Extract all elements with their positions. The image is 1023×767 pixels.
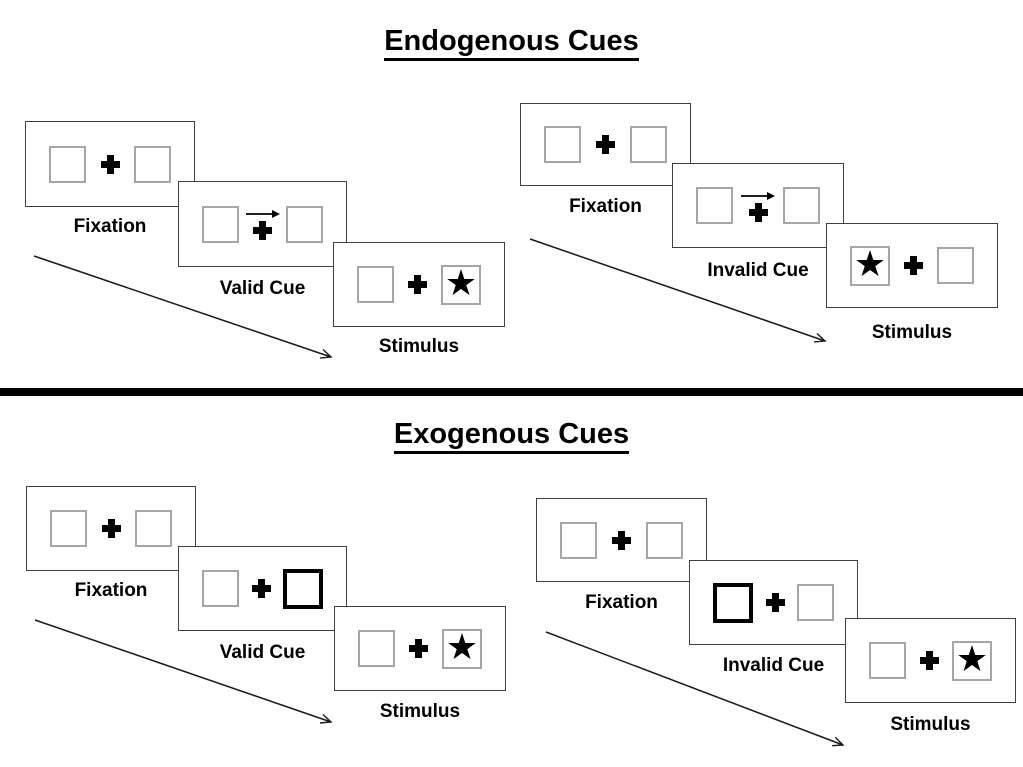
left-placeholder-box — [869, 642, 906, 679]
star-icon: ★ — [853, 242, 887, 284]
right-placeholder-box — [135, 510, 172, 547]
right-placeholder-box — [783, 187, 820, 224]
fixation-cross-icon — [904, 256, 923, 275]
right-arrow-icon — [741, 191, 775, 200]
left-placeholder-box — [202, 205, 239, 243]
fixation-cross-icon — [101, 519, 121, 538]
right-arrow-icon — [245, 210, 280, 218]
left-placeholder-box — [49, 145, 86, 183]
endogenous-invalid-cue-panel — [672, 163, 844, 248]
endogenous-section-title: Endogenous Cues — [0, 25, 1023, 61]
fixation-label: Fixation — [74, 580, 148, 601]
target-box: ★ — [850, 242, 890, 286]
fixation-cross-icon — [409, 639, 428, 658]
fixation-cross-icon — [253, 221, 272, 240]
left-placeholder-box — [202, 570, 239, 607]
star-icon: ★ — [445, 625, 479, 667]
endogenous-invalid-stimulus-panel: ★ — [826, 223, 998, 308]
left-placeholder-box — [357, 266, 394, 303]
fixation-cross-icon — [596, 135, 615, 154]
left-placeholder-box — [696, 187, 733, 224]
endogenous-valid-fixation-panel — [25, 121, 195, 207]
fixation-cross-icon — [251, 579, 271, 598]
fixation-cross-icon — [100, 154, 120, 174]
exogenous-invalid-fixation-panel — [536, 498, 707, 582]
valid-cue-label: Valid Cue — [219, 278, 306, 299]
fixation-cross-icon — [748, 202, 768, 222]
endogenous-valid-cue-panel — [178, 181, 347, 267]
stimulus-label: Stimulus — [871, 322, 953, 343]
left-placeholder-box — [560, 521, 597, 559]
fixation-cross-icon — [408, 275, 427, 294]
target-box: ★ — [441, 261, 481, 305]
right-placeholder-box — [646, 521, 683, 559]
fixation-label: Fixation — [585, 592, 658, 613]
central-cue — [243, 208, 283, 240]
exogenous-title-text: Exogenous Cues — [393, 418, 630, 454]
right-placeholder-box — [797, 584, 834, 621]
endogenous-invalid-fixation-panel — [520, 103, 691, 186]
timeline-arrow-exogenous-invalid — [545, 631, 845, 747]
stimulus-label: Stimulus — [379, 701, 461, 722]
exogenous-invalid-cue-panel — [689, 560, 858, 645]
target-box: ★ — [442, 625, 482, 669]
left-placeholder-box — [358, 630, 395, 667]
timeline-arrow-endogenous-invalid — [529, 238, 827, 343]
invalid-cue-label: Invalid Cue — [707, 260, 809, 281]
invalid-cue-label: Invalid Cue — [722, 655, 825, 676]
star-icon: ★ — [444, 261, 478, 303]
fixation-cross-icon — [765, 593, 785, 612]
exogenous-valid-stimulus-panel: ★ — [334, 606, 506, 691]
exogenous-section-title: Exogenous Cues — [0, 418, 1023, 454]
highlighted-cue-box — [283, 568, 323, 609]
exogenous-valid-fixation-panel — [26, 486, 196, 571]
stimulus-label: Stimulus — [378, 336, 460, 357]
fixation-label: Fixation — [73, 216, 147, 237]
endogenous-valid-stimulus-panel: ★ — [333, 242, 505, 327]
endogenous-title-text: Endogenous Cues — [384, 25, 639, 61]
central-cue — [738, 190, 778, 222]
stimulus-label: Stimulus — [890, 714, 971, 735]
section-divider — [0, 388, 1023, 396]
fixation-cross-icon — [919, 651, 939, 670]
exogenous-valid-cue-panel — [178, 546, 347, 631]
right-placeholder-box — [286, 205, 323, 243]
right-placeholder-box — [937, 247, 974, 284]
target-box: ★ — [952, 637, 992, 681]
left-placeholder-box — [544, 126, 581, 163]
left-placeholder-box — [50, 510, 87, 547]
fixation-cross-icon — [612, 530, 631, 550]
highlighted-cue-box — [713, 582, 753, 623]
right-placeholder-box — [134, 145, 171, 183]
valid-cue-label: Valid Cue — [219, 642, 306, 663]
right-placeholder-box — [630, 126, 667, 163]
timeline-arrow-exogenous-valid — [34, 619, 333, 724]
exogenous-invalid-stimulus-panel: ★ — [845, 618, 1016, 703]
star-icon: ★ — [955, 637, 989, 679]
fixation-label: Fixation — [569, 196, 642, 217]
timeline-arrow-endogenous-valid — [33, 255, 333, 359]
